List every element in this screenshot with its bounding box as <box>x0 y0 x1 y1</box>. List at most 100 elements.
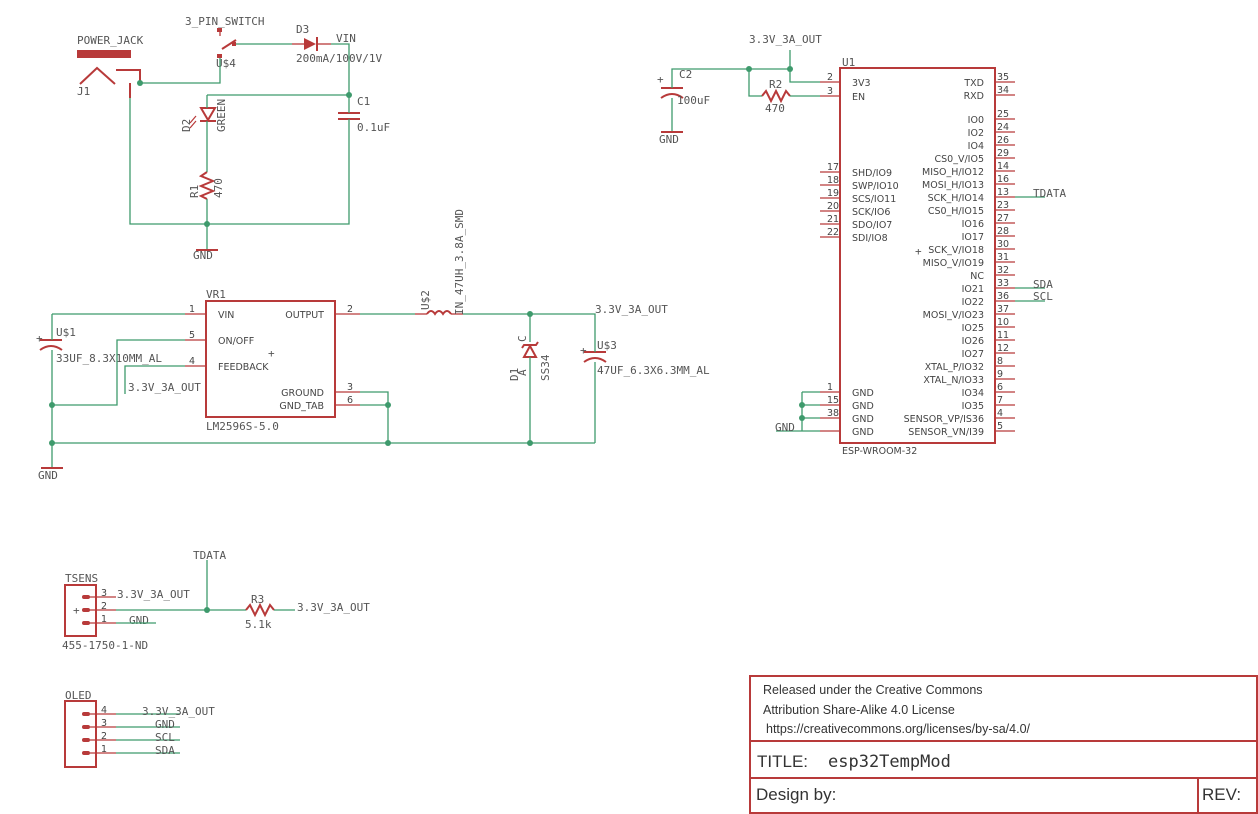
esp-right-pin-num: 23 <box>997 200 1009 211</box>
esp-right-pin-name: XTAL_N/IO33 <box>923 375 984 386</box>
esp-right-pin-num: 16 <box>997 174 1009 185</box>
diode-d3-value: 200mA/100V/1V <box>296 52 382 65</box>
esp-right-pin-name: IO35 <box>962 401 984 412</box>
inductor-value: IN_47UH_3.8A_SMD <box>453 209 466 315</box>
resistor-r2-ref: R2 <box>769 78 782 91</box>
esp-left-pin-name: SHD/IO9 <box>852 168 892 179</box>
reg-pin-vin: VIN <box>218 310 234 321</box>
esp-left-pin-num: 20 <box>827 201 839 212</box>
esp-right-pin-num: 25 <box>997 109 1009 120</box>
esp-left-pin-num: 15 <box>827 395 839 406</box>
esp-left-pin-num: 3 <box>827 86 833 97</box>
reg-pin-5-num: 5 <box>189 330 195 341</box>
diode-d3: D3 200mA/100V/1V VIN <box>292 23 382 65</box>
esp-right-pin-name: TXD <box>963 78 984 89</box>
oled-pin-num: 2 <box>101 731 107 742</box>
esp-left-pin-num: 21 <box>827 214 839 225</box>
esp-right-pin-name: SENSOR_VN/I39 <box>908 427 984 438</box>
input-cap-ref: U$1 <box>56 326 76 339</box>
esp32-section: U1 ESP-WROOM-32 23V33EN17SHD/IO918SWP/IO… <box>657 33 1066 457</box>
esp-scl-net: SCL <box>1033 290 1053 303</box>
capacitor-c2-value: 100uF <box>677 94 710 107</box>
esp-left-pin-name: SCK/IO6 <box>852 207 890 218</box>
esp-right-pin-num: 26 <box>997 135 1009 146</box>
rev-label: REV: <box>1202 785 1241 804</box>
esp-left-pin-num: 22 <box>827 227 839 238</box>
esp-left-pin-num: 2 <box>827 72 833 83</box>
regulator-part: LM2596S-5.0 <box>206 420 279 433</box>
esp-right-pin-name: XTAL_P/IO32 <box>925 362 984 373</box>
esp-left-pin-num: 17 <box>827 162 839 173</box>
three-pin-switch: 3_PIN_SWITCH U$4 <box>185 15 264 70</box>
license-line-3: https://creativecommons.org/licenses/by-… <box>766 722 1031 736</box>
esp-right-pin-num: 11 <box>997 330 1009 341</box>
r3-net: 3.3V_3A_OUT <box>297 601 370 614</box>
tsens-net3: 3.3V_3A_OUT <box>117 588 190 601</box>
esp-right-pin-num: 5 <box>997 421 1003 432</box>
reg-pin-output: OUTPUT <box>285 310 324 321</box>
schottky-c: C <box>516 335 529 342</box>
tsens-part: 455-1750-1-ND <box>62 639 148 652</box>
esp-left-pin-name: SWP/IO10 <box>852 181 899 192</box>
license-line-2: Attribution Share-Alike 4.0 License <box>763 703 955 717</box>
esp32-ref: U1 <box>842 56 855 69</box>
esp-left-pin-name: GND <box>852 414 874 425</box>
esp-right-pin-num: 29 <box>997 148 1009 159</box>
esp32-body <box>839 67 996 444</box>
esp-right-pin-name: MISO_H/IO12 <box>922 167 984 178</box>
schottky-diode: C A D1 SS34 <box>508 335 552 381</box>
capacitor-c2: + C2 100uF <box>657 68 710 107</box>
esp-right-pin-num: 34 <box>997 85 1009 96</box>
license-line-1: Released under the Creative Commons <box>763 683 983 697</box>
power-gnd-label: GND <box>193 249 213 262</box>
regulator-body <box>205 300 336 418</box>
esp-left-pin-num: 19 <box>827 188 839 199</box>
esp-right-pin-name: SENSOR_VP/IS36 <box>904 414 984 425</box>
fb-net-label: 3.3V_3A_OUT <box>128 381 201 394</box>
capacitor-c2-ref: C2 <box>679 68 692 81</box>
title-label: TITLE: <box>757 752 808 771</box>
esp-right-pin-num: 4 <box>997 408 1003 419</box>
esp-right-pin-name: IO26 <box>962 336 984 347</box>
oled-pin-num: 4 <box>101 705 107 716</box>
tsens-net1: GND <box>129 614 149 627</box>
title-value: esp32TempMod <box>828 752 951 772</box>
switch-label: 3_PIN_SWITCH <box>185 15 264 28</box>
esp-origin-mark: + <box>915 245 922 258</box>
oled-pin-marker <box>82 712 90 716</box>
esp-right-pin-name: NC <box>970 271 984 282</box>
esp-right-pin-name: IO25 <box>962 323 984 334</box>
out-net-label: 3.3V_3A_OUT <box>595 303 668 316</box>
esp-right-pin-num: 14 <box>997 161 1009 172</box>
esp-right-pin-name: IO27 <box>962 349 984 360</box>
inductor: U$2 IN_47UH_3.8A_SMD <box>415 209 466 316</box>
switch-ref: U$4 <box>216 57 236 70</box>
esp-left-pin-num: 38 <box>827 408 839 419</box>
oled-pin-num: 1 <box>101 744 107 755</box>
svg-text:+: + <box>73 604 80 617</box>
tsens-tdata-net: TDATA <box>193 549 226 562</box>
resistor-r3-ref: R3 <box>251 593 264 606</box>
esp-right-pin-num: 13 <box>997 187 1009 198</box>
esp-right-pin-name: MISO_V/IO19 <box>923 258 984 269</box>
esp-right-pin-name: IO4 <box>968 141 984 152</box>
reg-pin-ground: GROUND <box>281 388 324 399</box>
oled-pin-marker <box>82 738 90 742</box>
power-jack-label: POWER_JACK <box>77 34 144 47</box>
capacitor-c1: C1 0.1uF <box>338 95 390 134</box>
led-d2: D2 GREEN <box>180 99 228 132</box>
resistor-r2-value: 470 <box>765 102 785 115</box>
reg-pin-gndtab: GND_TAB <box>279 401 324 412</box>
reg-pin-4-num: 4 <box>189 356 195 367</box>
esp-right-pin-num: 9 <box>997 369 1003 380</box>
esp-right-pin-num: 30 <box>997 239 1009 250</box>
esp-sda-net: SDA <box>1033 278 1053 291</box>
svg-text:+: + <box>657 73 664 86</box>
input-capacitor: + U$1 33UF_8.3X10MM_AL <box>36 326 162 365</box>
power-input-section: POWER_JACK J1 3_PIN_SWITCH U$4 D3 200mA/… <box>77 15 390 262</box>
power-jack-ref: J1 <box>77 85 90 98</box>
esp-right-pin-name: IO22 <box>962 297 984 308</box>
resistor-r3: R3 5.1k <box>245 593 275 631</box>
oled-pin-num: 3 <box>101 718 107 729</box>
